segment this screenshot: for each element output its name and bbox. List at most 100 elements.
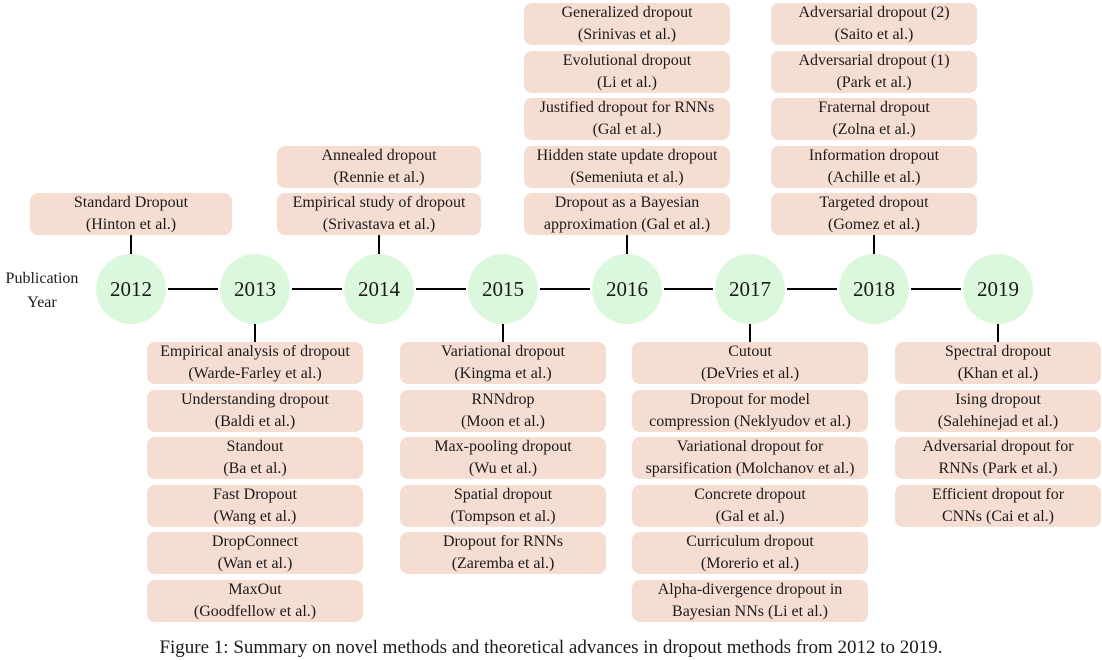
method-name: Empirical analysis of dropout — [160, 343, 350, 360]
method-card: Fast Dropout (Wang et al.) — [147, 484, 363, 527]
method-authors: (Goodfellow et al.) — [193, 602, 317, 620]
method-authors: (Rennie et al.) — [333, 168, 425, 186]
year-node-2012: 2012 — [96, 254, 166, 324]
method-authors: (Baldi et al.) — [214, 412, 296, 430]
method-card: Evolutional dropout(Li et al.) — [524, 50, 730, 93]
method-name: Dropout for model — [690, 390, 810, 408]
year-node-2018: 2018 — [839, 254, 909, 324]
year-stem — [626, 235, 628, 254]
method-card: Annealed dropout (Rennie et al.) — [277, 145, 481, 188]
method-name: Concrete dropout — [694, 485, 806, 503]
method-authors: (Zaremba et al.) — [451, 555, 555, 572]
year-stem — [997, 324, 999, 342]
method-name: Information dropout — [808, 146, 940, 164]
timeline-connector — [416, 288, 466, 290]
method-name: Cutout — [728, 343, 772, 360]
method-card: Adversarial dropout (2) (Saito et al.) — [771, 3, 977, 45]
method-card: Cutout (DeVries et al.) — [632, 342, 868, 384]
method-authors: (Zolna et al.) — [832, 121, 916, 138]
method-authors: (Park et al.) — [836, 73, 912, 91]
method-card: Empirical study of dropout (Srivastava et… — [277, 193, 481, 235]
method-name: Adversarial dropout for — [922, 438, 1074, 455]
year-node-2013: 2013 — [220, 254, 290, 324]
timeline-connector — [787, 288, 837, 290]
timeline-connector — [911, 288, 961, 290]
year-node-2015: 2015 — [468, 254, 538, 324]
timeline-connector — [540, 288, 590, 290]
method-name: Targeted dropout — [819, 194, 929, 211]
method-card: Curriculum dropout(Morerio et al.) — [632, 532, 868, 574]
method-card: Variational dropout for sparsification (M… — [632, 437, 868, 479]
method-authors: (Moon et al.) — [461, 412, 545, 430]
method-authors: (Achille et al.) — [827, 168, 921, 186]
method-name: Fast Dropout — [213, 485, 297, 503]
method-name: Generalized dropout — [561, 4, 693, 21]
method-authors: (Kingma et al.) — [454, 365, 552, 382]
method-authors: (Semeniuta et al.) — [570, 168, 684, 186]
method-card: Adversarial dropout (1)(Park et al.) — [771, 50, 977, 93]
method-authors: (Wang et al.) — [213, 507, 297, 525]
method-card: Justified dropout for RNNs (Gal et al.) — [524, 98, 730, 140]
method-authors: (Wu et al.) — [468, 460, 538, 477]
method-card: Ising dropout(Salehinejad et al.) — [895, 389, 1101, 432]
method-authors: (Hinton et al.) — [85, 216, 177, 233]
method-card: Understanding dropout (Baldi et al.) — [147, 389, 363, 432]
method-authors: (Saito et al.) — [834, 26, 914, 43]
axis-label-line2: Year — [27, 294, 57, 311]
method-name: Standout — [226, 438, 284, 455]
method-name: Dropout as a Bayesian — [554, 194, 700, 211]
year-node-2016: 2016 — [592, 254, 662, 324]
method-card: DropConnect(Wan et al.) — [147, 532, 363, 574]
year-node-2019: 2019 — [963, 254, 1033, 324]
year-stem — [502, 324, 504, 342]
method-name: Standard Dropout — [73, 194, 189, 211]
method-authors: (Morerio et al.) — [700, 555, 800, 572]
year-node-2014: 2014 — [344, 254, 414, 324]
method-card: Spatial dropout(Tompson et al.) — [400, 484, 606, 527]
timeline-connector — [664, 288, 713, 290]
method-name: RNNdrop — [471, 390, 535, 408]
figure-caption: Figure 1: Summary on novel methods and t… — [159, 637, 943, 658]
method-name: Annealed dropout — [321, 146, 437, 164]
timeline-connector — [168, 288, 218, 290]
year-stem — [254, 324, 256, 342]
method-name: Hidden state update dropout — [536, 146, 718, 164]
method-authors: RNNs (Park et al.) — [938, 460, 1058, 477]
method-authors: (Warde-Farley et al.) — [188, 365, 322, 382]
method-name: Variational dropout for — [676, 438, 824, 455]
method-authors: sparsification (Molchanov et al.) — [645, 460, 855, 477]
year-stem — [873, 235, 875, 254]
timeline-connector — [292, 288, 342, 290]
method-authors: (Srivastava et al.) — [322, 216, 436, 233]
method-name: Alpha-divergence dropout in — [657, 580, 843, 598]
method-authors: (Tompson et al.) — [450, 507, 556, 525]
method-card: Max-pooling dropout (Wu et al.) — [400, 437, 606, 479]
method-authors: (Gal et al.) — [715, 507, 785, 525]
method-authors: (DeVries et al.) — [700, 365, 800, 382]
method-name: Max-pooling dropout — [434, 438, 572, 455]
method-name: Dropout for RNNs — [443, 533, 563, 550]
method-authors: (Srinivas et al.) — [577, 26, 677, 43]
axis-label-line1: Publication — [5, 270, 79, 287]
method-card: Variational dropout (Kingma et al.) — [400, 342, 606, 384]
method-card: Targeted dropout (Gomez et al.) — [771, 193, 977, 235]
method-name: Justified dropout for RNNs — [539, 99, 715, 116]
method-card: Standard Dropout (Hinton et al.) — [30, 193, 232, 235]
method-card: Spectral dropout(Khan et al.) — [895, 342, 1101, 384]
year-stem — [378, 235, 380, 254]
method-name: Understanding dropout — [181, 390, 329, 408]
method-card: RNNdrop (Moon et al.) — [400, 389, 606, 432]
method-name: MaxOut — [228, 580, 282, 598]
method-authors: (Gal et al.) — [592, 121, 662, 138]
method-card: MaxOut (Goodfellow et al.) — [147, 579, 363, 622]
method-card: Standout(Ba et al.) — [147, 437, 363, 479]
method-card: Empirical analysis of dropout (Warde-Farl… — [147, 342, 363, 384]
method-name: Variational dropout — [441, 343, 565, 360]
method-authors: (Gomez et al.) — [828, 216, 920, 233]
method-name: Adversarial dropout (2) — [798, 4, 950, 21]
method-authors: (Wan et al.) — [217, 555, 293, 572]
method-name: Empirical study of dropout — [292, 194, 466, 211]
method-authors: approximation (Gal et al.) — [543, 216, 711, 233]
